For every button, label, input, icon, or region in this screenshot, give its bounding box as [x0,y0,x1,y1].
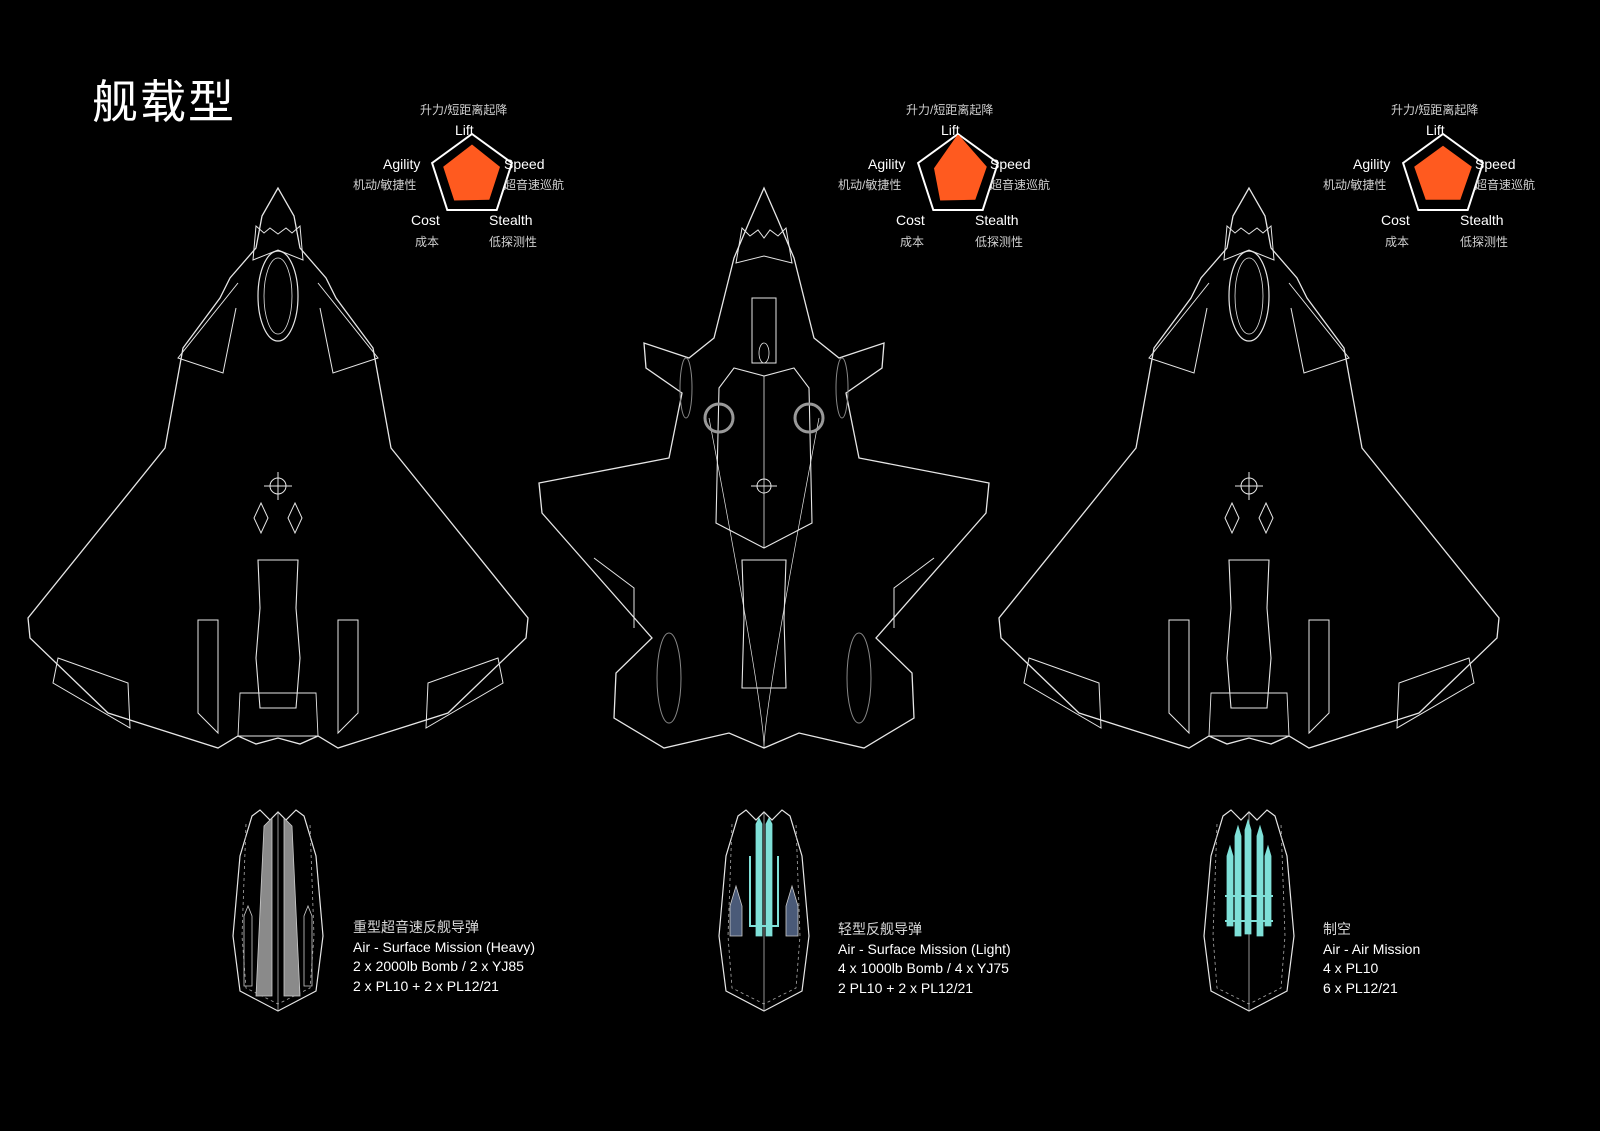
radar-label-cost-cn: 成本 [1385,235,1410,249]
weapon-bay-heavy [232,809,324,1012]
rack-shape [1225,895,1273,922]
radar-chart-air [1323,96,1563,256]
radar-label-cost: Cost [1381,212,1410,228]
loadout-line2: 2 x PL10 + 2 x PL12/21 [353,977,499,994]
weapon-bay-light [718,809,810,1012]
radar-label-lift-cn: 升力/短距离起降 [420,103,508,117]
radar-chart-light [838,96,1078,256]
radar-label-speed-cn: 超音速巡航 [990,178,1051,192]
radar-label-lift: Lift [1426,122,1445,138]
loadout-title: 重型超音速反舰导弹 [353,919,479,935]
page-title: 舰载型 [92,75,236,129]
missile-shape [243,904,313,987]
aircraft-light [537,186,991,750]
loadout-mission: Air - Surface Mission (Light) [838,940,1011,957]
radar-frame [430,132,514,211]
radar-label-speed: Speed [990,156,1031,172]
radar-chart-heavy [352,96,592,256]
radar-label-stealth-cn: 低探测性 [1460,235,1509,249]
radar-svg [916,132,1000,211]
radar-label-speed-cn: 超音速巡航 [1475,178,1536,192]
radar-label-agility: Agility [1353,156,1391,172]
aircraft-air [998,187,1500,749]
radar-label-stealth: Stealth [489,212,533,228]
radar-label-stealth: Stealth [1460,212,1504,228]
missile-shape [755,817,773,937]
loadout-mission: Air - Surface Mission (Heavy) [353,938,536,955]
radar-label-cost-cn: 成本 [415,235,440,249]
loadout-title: 制空 [1323,921,1351,937]
bomb-shape [255,817,301,997]
aircraft-heavy [27,187,529,749]
radar-label-lift: Lift [455,122,474,138]
loadout-line1: 4 x 1000lb Bomb / 4 x YJ75 [838,960,1009,976]
loadout-light: 轻型反舰导弹 Air - Surface Mission (Light) 4 x… [838,920,1011,998]
radar-label-stealth-cn: 低探测性 [489,235,538,249]
loadout-heavy: 重型超音速反舰导弹 Air - Surface Mission (Heavy) … [353,918,535,996]
radar-label-stealth-cn: 低探测性 [975,235,1024,249]
radar-label-lift: Lift [941,122,960,138]
radar-label-lift-cn: 升力/短距离起降 [906,103,994,117]
radar-label-cost: Cost [411,212,440,228]
bomb-shape [729,884,799,937]
radar-label-speed-cn: 超音速巡航 [504,178,565,192]
radar-value-shape [934,134,987,201]
loadout-line2: 2 PL10 + 2 x PL12/21 [838,979,974,996]
radar-value-shape [1414,145,1472,200]
radar-label-stealth: Stealth [975,212,1019,228]
loadout-mission: Air - Air Mission [1323,940,1421,957]
rack-shape [749,856,779,927]
loadout-title: 轻型反舰导弹 [838,921,922,937]
radar-label-agility: Agility [383,156,421,172]
radar-svg [430,132,514,211]
radar-label-speed: Speed [504,156,545,172]
radar-label-agility: Agility [868,156,906,172]
radar-svg [1401,132,1485,211]
radar-label-speed: Speed [1475,156,1516,172]
radar-frame [916,132,1000,211]
radar-value-shape [443,144,500,201]
loadout-line2: 6 x PL12/21 [1323,979,1398,996]
radar-label-agility-cn: 机动/敏捷性 [838,178,902,192]
loadout-air: 制空 Air - Air Mission 4 x PL10 6 x PL12/2… [1323,920,1420,998]
loadout-line1: 4 x PL10 [1323,960,1379,976]
radar-label-lift-cn: 升力/短距离起降 [1391,103,1479,117]
radar-label-agility-cn: 机动/敏捷性 [1323,178,1387,192]
loadout-line1: 2 x 2000lb Bomb / 2 x YJ85 [353,958,524,974]
radar-label-cost-cn: 成本 [900,235,925,249]
missile-shape [1226,818,1272,937]
weapon-bay-air [1203,809,1295,1012]
radar-frame [1401,132,1485,211]
radar-label-agility-cn: 机动/敏捷性 [353,178,417,192]
radar-label-cost: Cost [896,212,925,228]
